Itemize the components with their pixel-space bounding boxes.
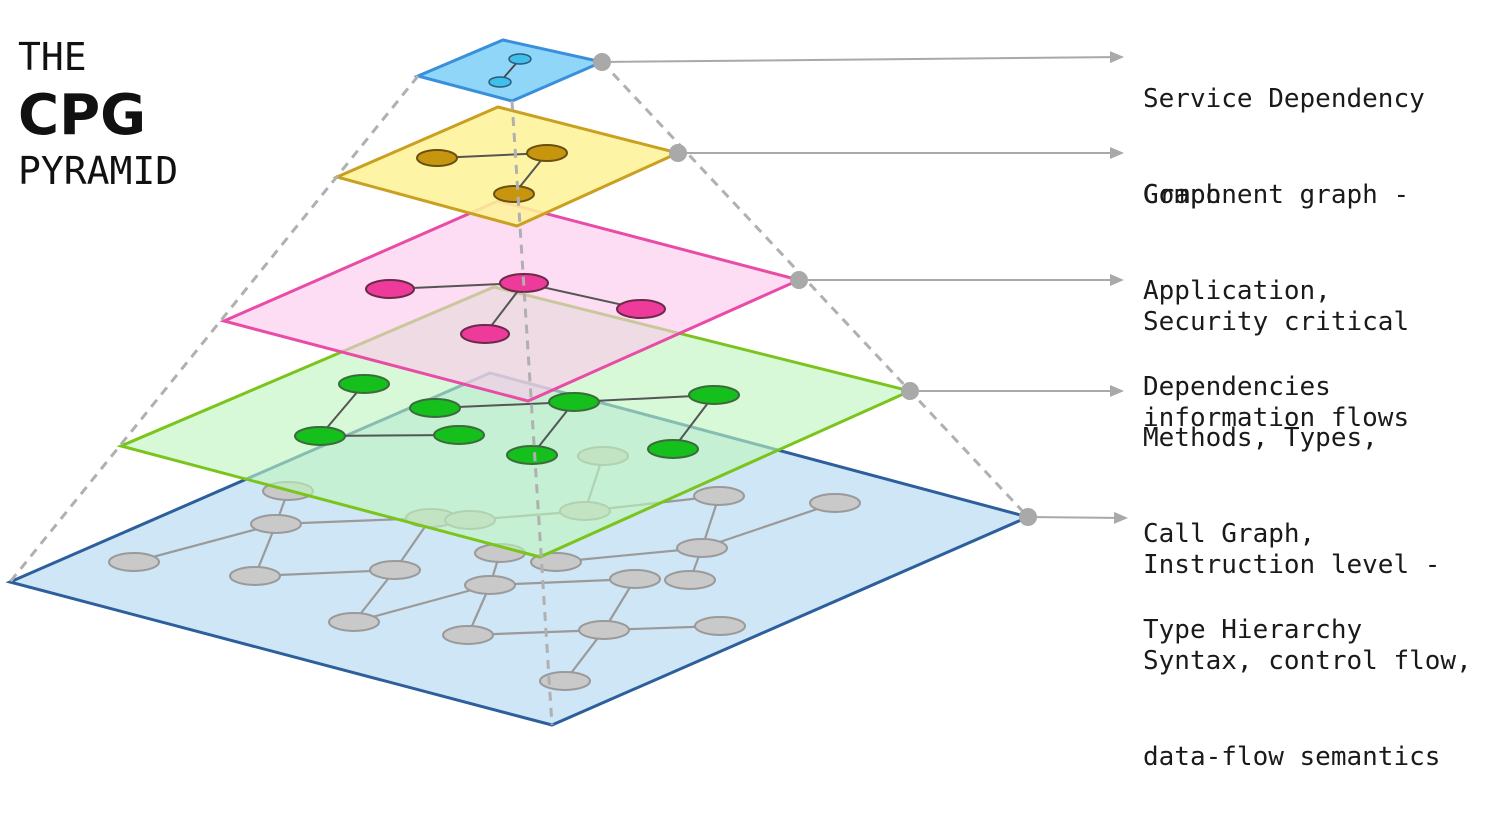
methods-node (409, 398, 461, 418)
layer-methods (116, 285, 915, 559)
connector-component (669, 144, 1124, 162)
label-security-line: information flows (1143, 403, 1410, 433)
methods-node (688, 385, 740, 405)
label-component-line: Component graph - (1143, 180, 1410, 210)
instruction-node (464, 575, 516, 595)
service-node (488, 76, 512, 88)
component-node (493, 185, 535, 203)
methods-node (294, 426, 346, 446)
security-node (460, 324, 510, 344)
service-nodes (488, 53, 532, 88)
label-methods-line: Methods, Types, (1143, 423, 1378, 453)
methods-node (338, 374, 390, 394)
security-node (365, 279, 415, 299)
instruction-node (609, 569, 661, 589)
layer-component (332, 105, 683, 228)
instruction-node (693, 486, 745, 506)
label-methods-line: Call Graph, (1143, 519, 1316, 549)
label-component-line: Application, (1143, 276, 1331, 306)
component-node (526, 144, 568, 162)
label-instruction-line: data-flow semantics (1143, 742, 1441, 772)
instruction-node (328, 612, 380, 632)
layer-service (413, 38, 607, 103)
pyramid-svg (5, 38, 1128, 727)
methods-node (433, 425, 485, 445)
title-line-the: THE (18, 35, 87, 79)
connector-methods (901, 382, 1124, 400)
connector-security (790, 271, 1124, 289)
label-instruction-line: Instruction level - (1143, 550, 1441, 580)
service-node (508, 53, 532, 65)
label-methods: Methods, Types, Call Graph, Type Hierarc… (1143, 358, 1378, 710)
security-node (616, 299, 666, 319)
methods-node (647, 439, 699, 459)
label-security: Security critical information flows (1143, 242, 1409, 498)
methods-node (506, 445, 558, 465)
label-component-line: Dependencies (1143, 372, 1331, 402)
label-service-line: Service Dependency (1143, 84, 1425, 114)
instruction-node (442, 625, 494, 645)
methods-nodes (294, 374, 740, 465)
label-service: Service Dependency Graph (1143, 19, 1425, 275)
label-service-line: Graph (1143, 180, 1222, 210)
pyramid-title: THE CPG PYRAMID (18, 38, 178, 190)
cpg-pyramid-diagram: THE CPG PYRAMID Service Dependency Graph… (5, 19, 1472, 772)
instruction-node (539, 671, 591, 691)
instruction-node (250, 514, 302, 534)
connector-service (593, 51, 1124, 71)
label-instruction-line: Syntax, control flow, (1143, 646, 1472, 676)
label-security-line: Security critical (1143, 307, 1410, 337)
connector-arrows (593, 51, 1128, 526)
connector-instruction (1019, 508, 1128, 526)
label-instruction: Instruction level - Syntax, control flow… (1143, 485, 1472, 837)
instruction-node (664, 570, 716, 590)
instruction-node (369, 560, 421, 580)
instruction-node (694, 616, 746, 636)
instruction-node (108, 552, 160, 572)
component-nodes (416, 144, 568, 203)
label-component: Component graph - Application, Dependenc… (1143, 115, 1409, 467)
instruction-node (229, 566, 281, 586)
pyramid-outline (8, 60, 1030, 726)
title-line-cpg: CPG (18, 83, 147, 148)
instruction-node (530, 552, 582, 572)
component-node (416, 149, 458, 167)
instruction-node (676, 538, 728, 558)
layer-component-plane (332, 105, 683, 228)
methods-node (548, 392, 600, 412)
instruction-node (578, 620, 630, 640)
instruction-node (809, 493, 861, 513)
security-nodes (365, 273, 666, 344)
label-methods-line: Type Hierarchy (1143, 615, 1363, 645)
title-line-pyramid: PYRAMID (18, 149, 179, 194)
